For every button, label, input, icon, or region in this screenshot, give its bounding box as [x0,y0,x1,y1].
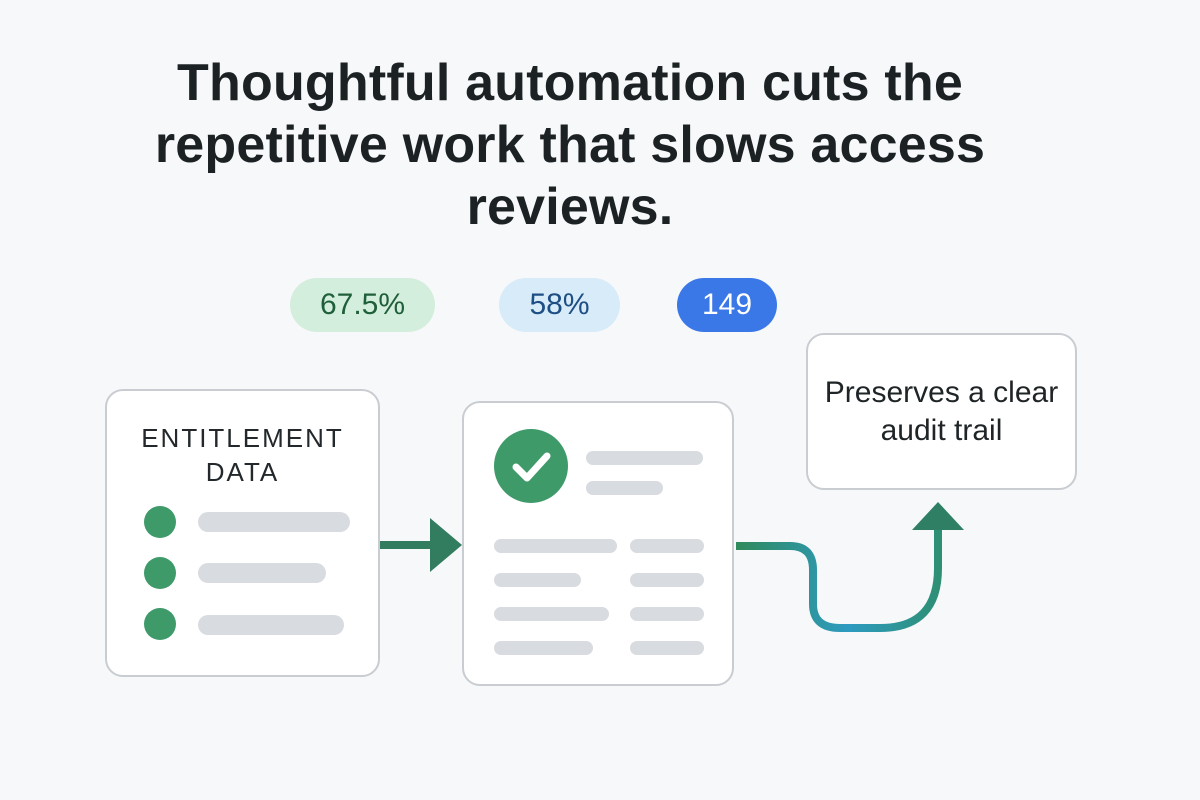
placeholder-line [494,607,609,621]
placeholder-line [630,539,704,553]
review-card [462,401,734,686]
stat-value: 58% [529,288,590,321]
outcome-text: Preserves a clear audit trail [824,375,1059,447]
placeholder-line [630,607,704,621]
entitlement-data-card: ENTITLEMENT DATA [105,389,380,677]
check-circle-icon [494,429,568,503]
placeholder-line [630,573,704,587]
card-title: ENTITLEMENT DATA [141,423,344,487]
placeholder-line [586,451,703,465]
placeholder-line [494,539,617,553]
placeholder-line [198,512,350,532]
stat-badge-count: 149 [677,278,777,332]
status-dot [144,608,176,640]
placeholder-line [586,481,663,495]
placeholder-line [630,641,704,655]
curved-arrow-up-icon [736,502,964,632]
placeholder-line [494,573,581,587]
placeholder-line [494,641,593,655]
status-dot [144,506,176,538]
audit-trail-card: Preserves a clear audit trail [806,333,1077,490]
stat-badge-percentage-2: 58% [499,278,620,332]
placeholder-line [198,563,326,583]
headline: Thoughtful automation cuts the repetitiv… [154,54,986,236]
stat-badge-percentage-1: 67.5% [290,278,435,332]
arrow-right-icon [380,518,462,572]
stat-value: 149 [701,288,753,321]
stat-value: 67.5% [319,288,406,321]
placeholder-line [198,615,344,635]
status-dot [144,557,176,589]
